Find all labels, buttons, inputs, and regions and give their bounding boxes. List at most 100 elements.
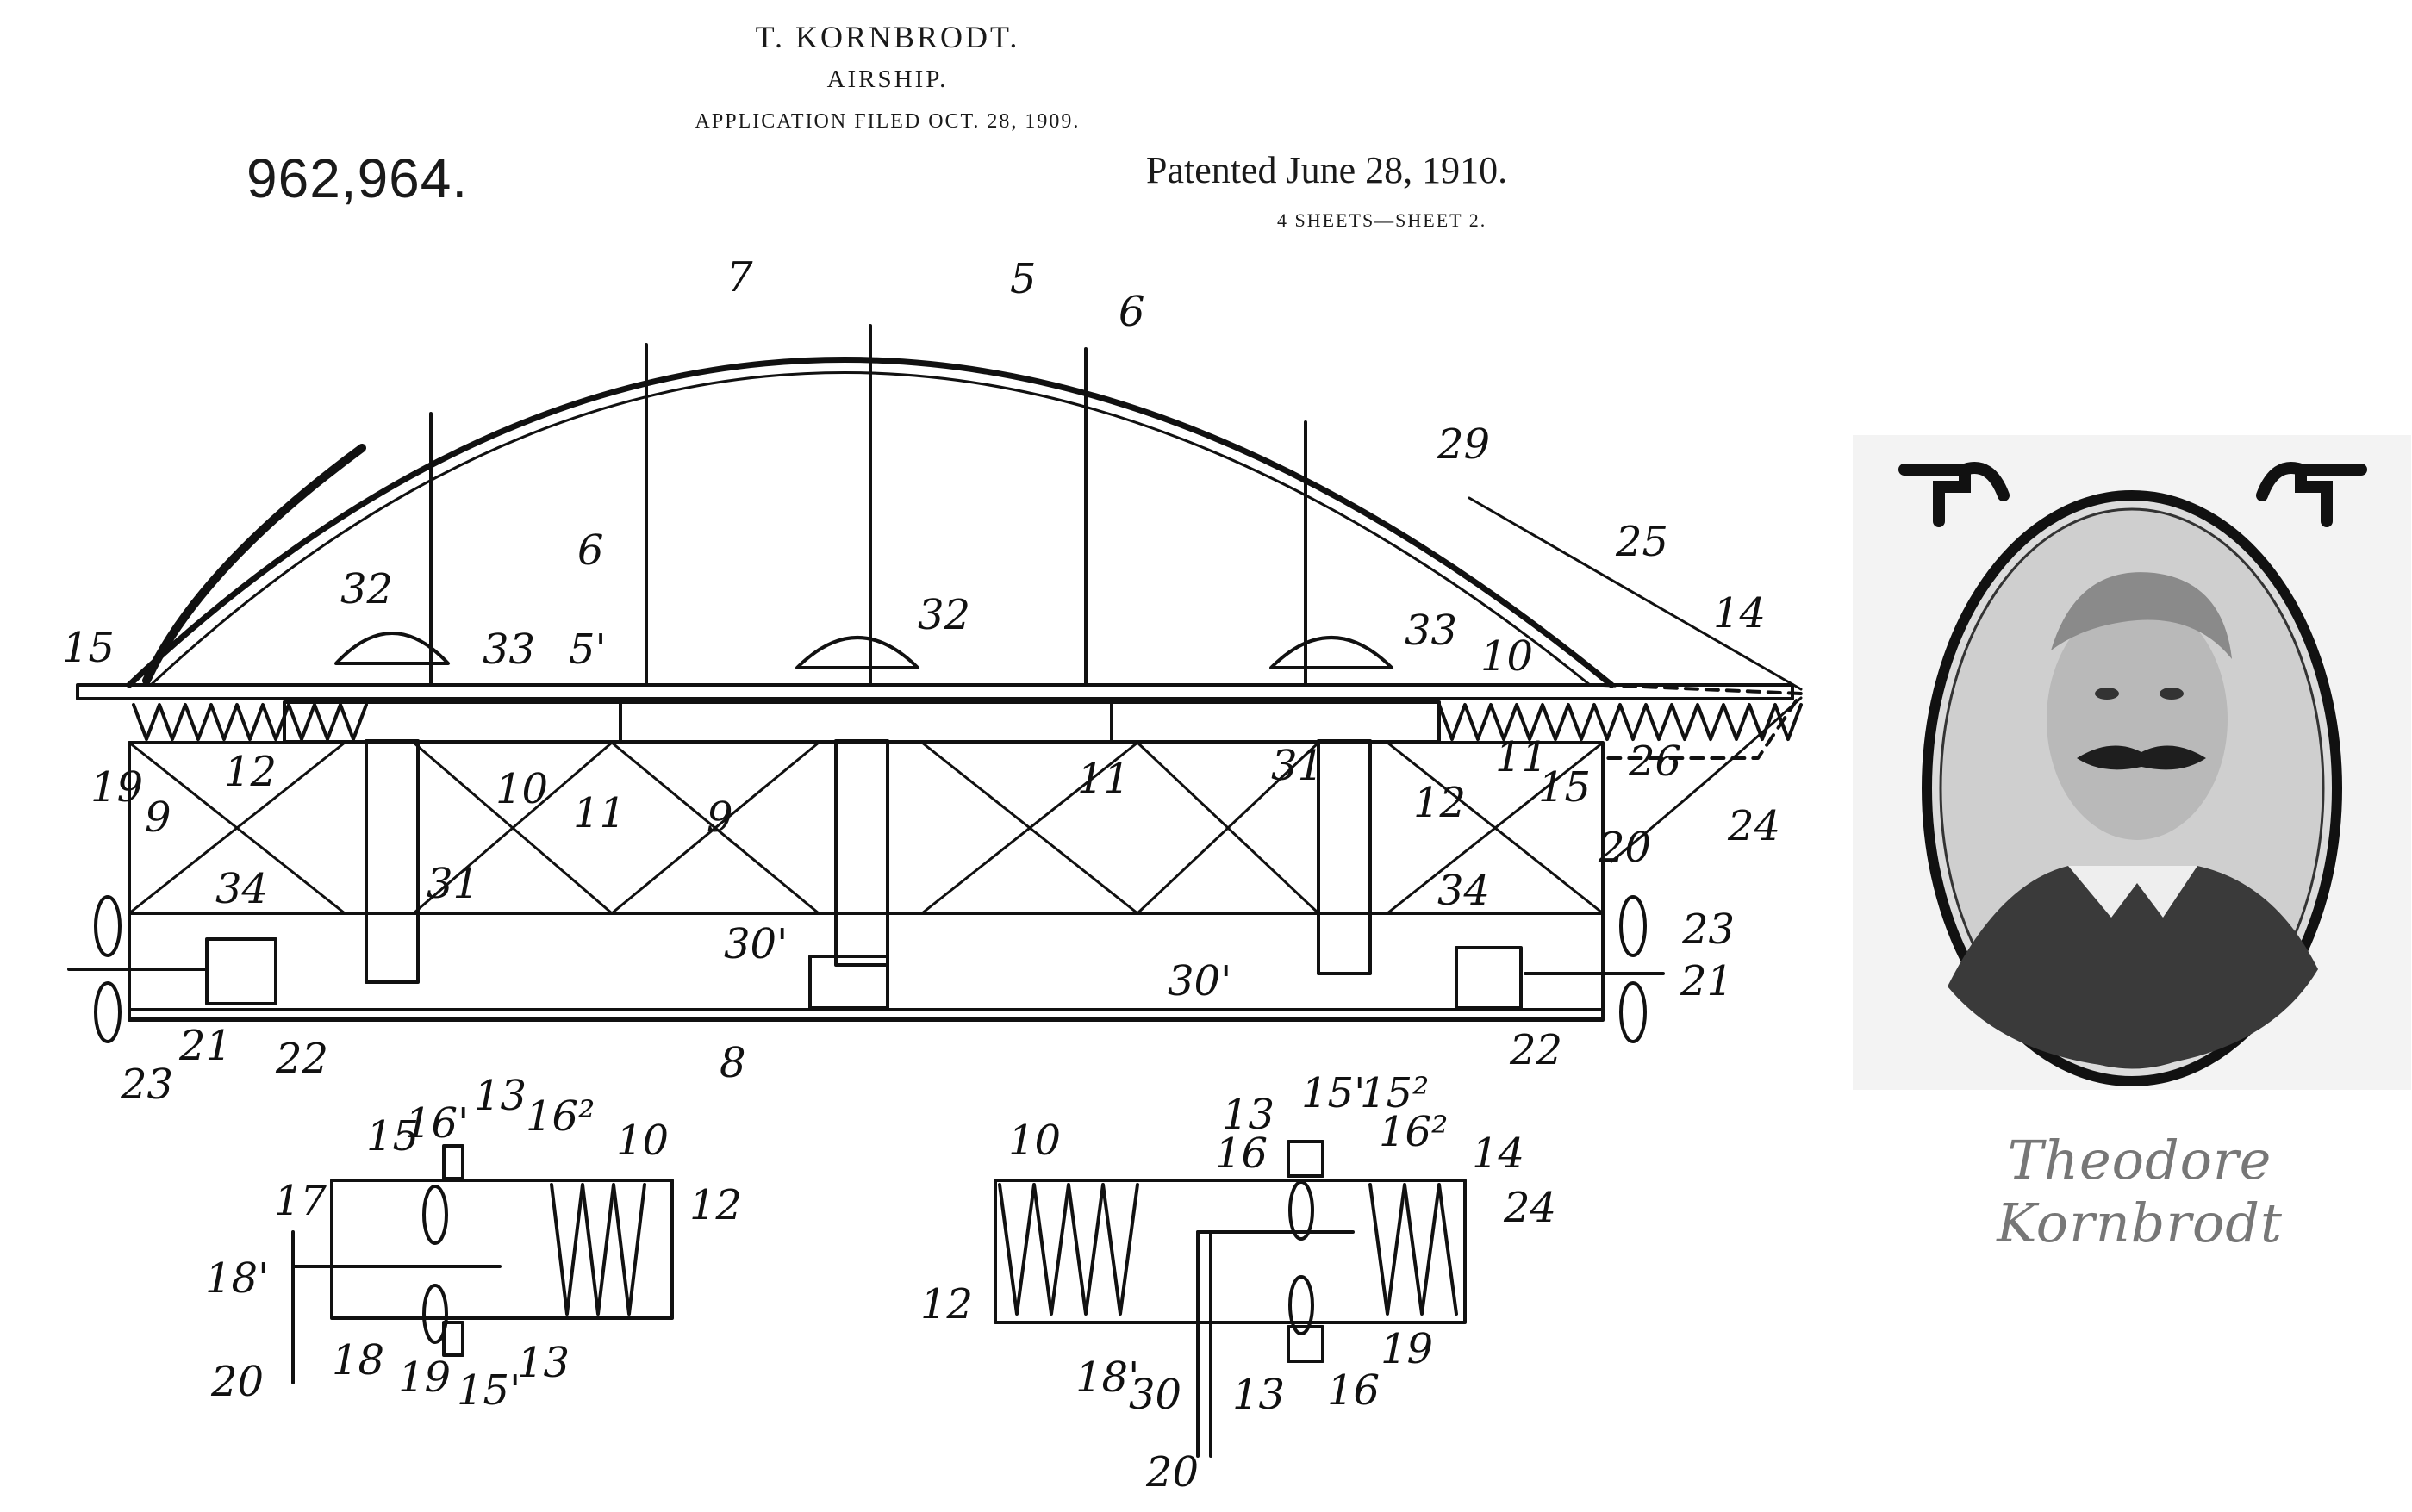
patent-date: Patented June 28, 1910. [1146, 149, 1508, 191]
ref-label: 24 [1503, 1184, 1556, 1232]
ref-label: 14 [1472, 1129, 1524, 1178]
portrait-photo [1948, 572, 2318, 1068]
vent-cap-32 [334, 632, 450, 665]
ref-label: 34 [1437, 867, 1490, 915]
ref-label: 10 [1008, 1117, 1061, 1165]
ref-label: 13 [1222, 1091, 1275, 1139]
ref-label: 33 [483, 625, 535, 674]
ref-label: 20 [1598, 824, 1651, 872]
ref-label: 15 [62, 624, 115, 672]
envelope-shade [142, 444, 366, 685]
ref-label: 12 [689, 1181, 742, 1229]
ref-label: 34 [215, 865, 268, 913]
ref-label: 24 [1727, 802, 1780, 850]
ref-label: 12 [1413, 779, 1466, 827]
engine-22-left [205, 937, 277, 1005]
stay-wire [1468, 496, 1803, 691]
gondola [128, 741, 1605, 1020]
gondola-floor [128, 1008, 1605, 1022]
eye [2095, 688, 2119, 700]
ref-label: 32 [918, 591, 970, 639]
ref-label: 15' [1301, 1069, 1365, 1117]
mast [1317, 739, 1372, 975]
ref-label: 15² [1360, 1069, 1429, 1117]
ref-label: 11 [573, 789, 626, 837]
ref-label: 11 [1495, 733, 1548, 781]
ref-label: 6 [1119, 288, 1145, 336]
ref-label: 5' [569, 625, 607, 674]
ref-label: 26 [1628, 737, 1681, 786]
patent-title: AIRSHIP. [826, 65, 949, 93]
reference-labels: 7 5 6 29 25 6 32 33 5' 32 33 10 14 15 12… [62, 253, 1780, 1496]
sheet-count: 4 SHEETS—SHEET 2. [1277, 209, 1487, 231]
ref-label: 31 [1271, 742, 1324, 790]
portrait-panel [1853, 435, 2411, 1090]
ref-label: 20 [1145, 1448, 1199, 1496]
ref-label: 18 [332, 1336, 384, 1384]
ref-label: 12 [920, 1280, 973, 1328]
ref-label: 16 [1215, 1129, 1268, 1178]
ref-label: 30' [724, 920, 788, 968]
ref-label: 30' [1168, 957, 1231, 1005]
ref-label: 9 [707, 793, 733, 842]
detail-left-propeller [422, 1185, 448, 1245]
ref-label: 15 [1538, 763, 1591, 812]
ref-label: 30 [1129, 1371, 1181, 1419]
ref-label: 13 [1232, 1371, 1285, 1419]
detail-right-propeller [1288, 1180, 1314, 1241]
vent-cap-32 [795, 636, 919, 669]
mast [365, 739, 420, 984]
vent-cap-33 [1269, 636, 1393, 669]
ref-label: 23 [120, 1061, 173, 1109]
ref-label: 7 [726, 253, 753, 302]
cross-bracing [128, 741, 1605, 915]
ref-label: 19 [398, 1353, 451, 1402]
stay-wire-lower [1610, 696, 1803, 863]
ref-label: 22 [275, 1035, 328, 1083]
ornament-icon [1898, 462, 2010, 527]
ref-label: 8 [720, 1039, 746, 1087]
nose-frame [1601, 683, 1803, 760]
motor-30 [808, 955, 889, 1010]
spring-left [132, 703, 368, 741]
ref-label: 23 [1681, 905, 1735, 954]
eye [2160, 688, 2184, 700]
propeller-right [1619, 981, 1647, 1043]
ref-label: 16² [526, 1092, 595, 1141]
inventor-name: T. KORNBRODT. [755, 20, 1020, 54]
ref-label: 15 [366, 1112, 419, 1160]
mast [834, 739, 889, 967]
application-filed: APPLICATION FILED OCT. 28, 1909. [695, 110, 1081, 133]
ref-label: 25 [1615, 518, 1668, 566]
detail-left-tube [330, 1179, 674, 1320]
ref-label: 31 [427, 860, 479, 908]
propeller-left [94, 981, 122, 1043]
ref-label: 13 [517, 1339, 570, 1387]
ref-label: 19 [1381, 1325, 1433, 1373]
ref-label: 21 [178, 1022, 232, 1070]
ref-label: 14 [1713, 589, 1766, 638]
hair [2051, 572, 2232, 659]
ref-label: 16' [405, 1099, 469, 1148]
ref-label: 33 [1405, 607, 1457, 655]
ref-label: 16² [1379, 1108, 1448, 1156]
ornament-icon [2256, 462, 2367, 527]
face [2047, 599, 2228, 840]
propeller-right [1619, 895, 1647, 957]
ref-label: 11 [1077, 755, 1130, 803]
ref-label: 10 [616, 1117, 669, 1165]
ref-label: 17 [274, 1177, 327, 1225]
ref-label: 10 [1480, 632, 1533, 681]
patent-number: 962,964. [246, 147, 469, 209]
ref-label: 16 [1327, 1366, 1380, 1415]
envelope-dome [126, 357, 1615, 688]
upper-deck [76, 683, 1794, 700]
ref-label: 6 [577, 526, 604, 575]
ref-label: 18' [1075, 1353, 1139, 1402]
engine-22-right [1455, 946, 1523, 1010]
moustache [2077, 745, 2206, 770]
spring-right [1437, 703, 1803, 741]
coat [1948, 866, 2318, 1068]
ref-label: 13 [474, 1072, 527, 1120]
